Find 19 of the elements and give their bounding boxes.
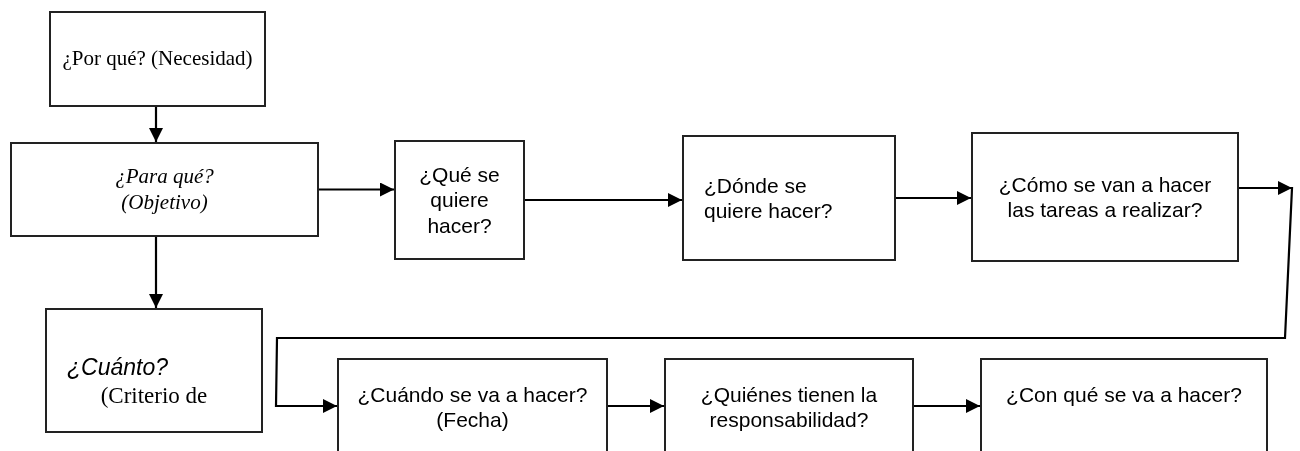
box-label: ¿Cómo se van a hacer las tareas a realizar? — [997, 171, 1213, 223]
process-box — [49, 11, 266, 107]
process-box — [980, 358, 1268, 451]
process-box — [337, 358, 608, 451]
box-label: ¿Por qué? (Necesidad) — [62, 46, 253, 72]
box-label: ¿Qué se quiere hacer? — [418, 162, 501, 238]
process-box — [10, 142, 319, 237]
process-box — [971, 132, 1239, 262]
box-label: ¿Con qué se va a hacer? — [1006, 382, 1242, 408]
process-box — [394, 140, 525, 260]
box-label: ¿Cuánto? — [67, 353, 168, 382]
box-label: (Criterio de — [100, 381, 208, 410]
box-label: ¿Cuándo se va a hacer? (Fecha) — [356, 382, 589, 433]
process-box — [682, 135, 896, 261]
process-box — [664, 358, 914, 451]
box-label: ¿Para qué? (Objetivo) — [114, 164, 215, 215]
process-box — [45, 308, 263, 433]
box-label: ¿Quiénes tienen la responsabilidad? — [699, 382, 879, 433]
box-label: ¿Dónde se quiere hacer? — [704, 172, 834, 224]
